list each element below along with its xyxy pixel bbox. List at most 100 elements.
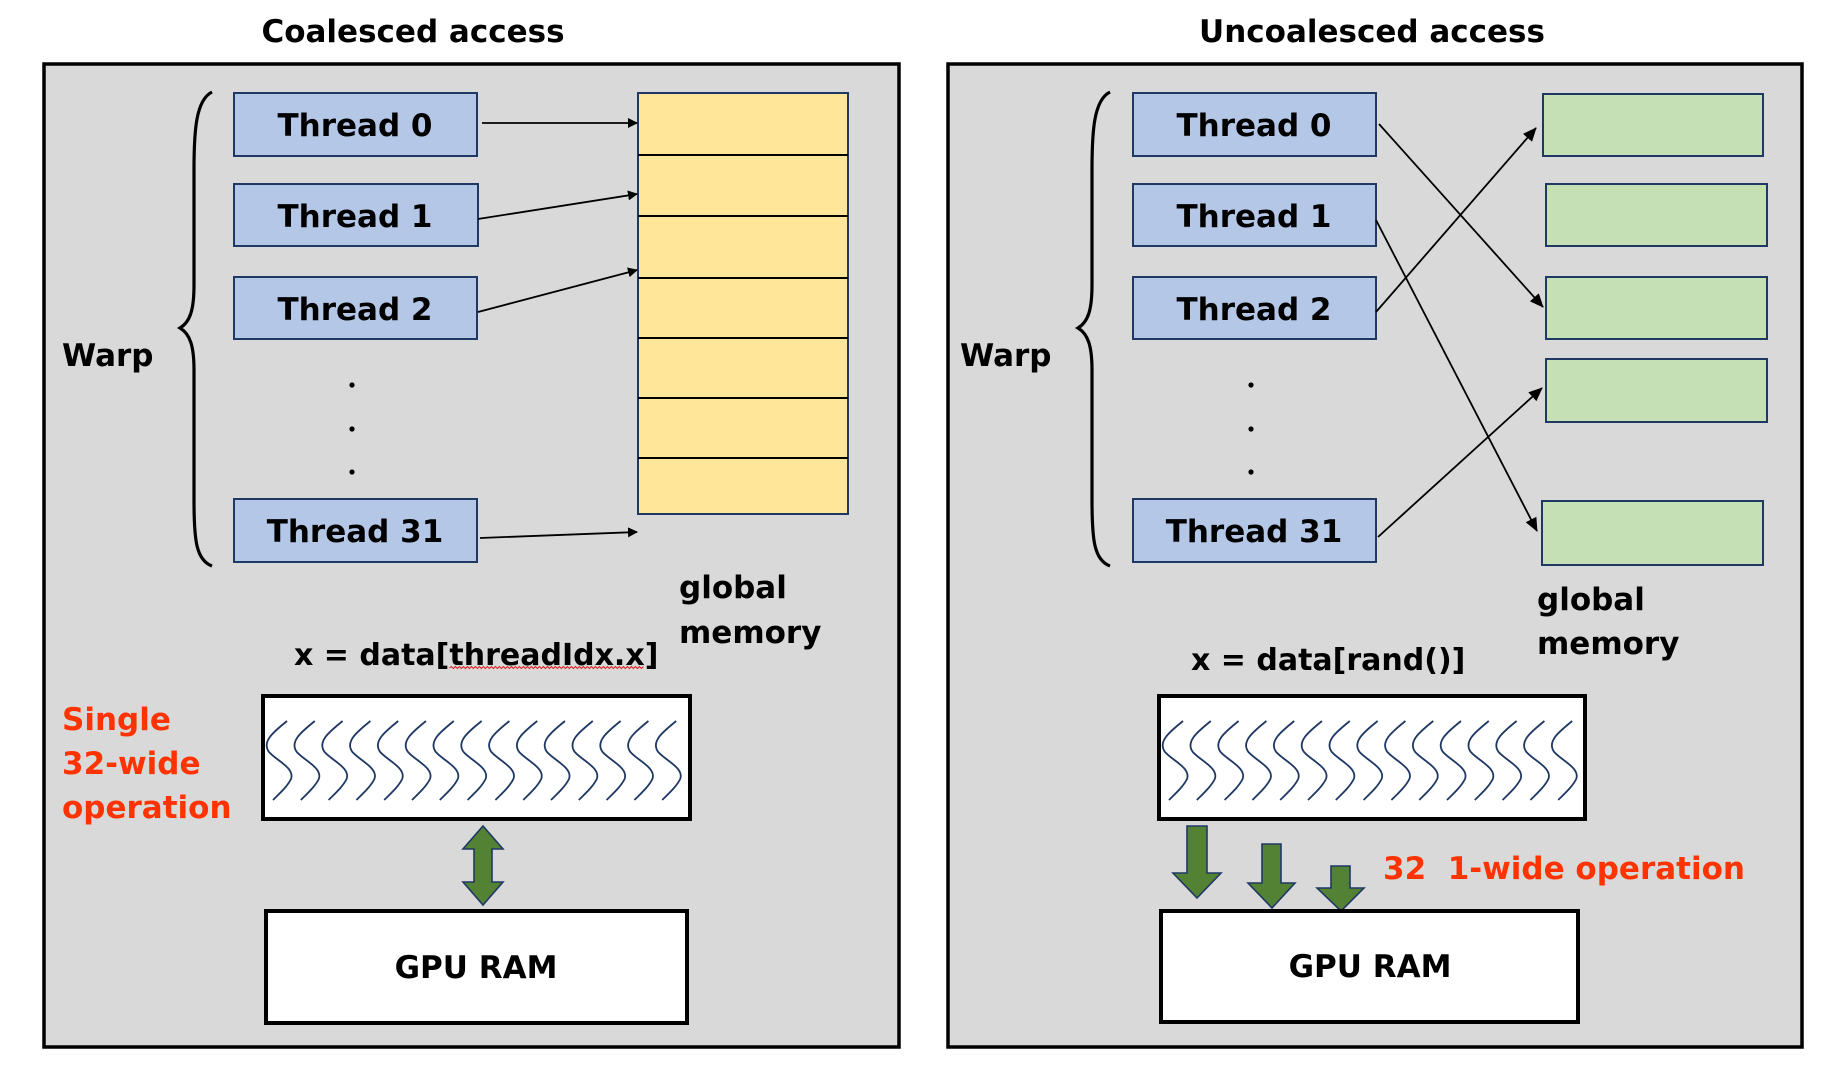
warp-thread-squiggle <box>627 720 654 801</box>
ellipsis-dot <box>1248 426 1254 432</box>
warp-thread-squiggle <box>1495 720 1523 801</box>
uncoalesced-title: Uncoalesced access <box>1199 14 1545 50</box>
coalesced-title: Coalesced access <box>261 14 564 50</box>
warp-thread-squiggle <box>1439 720 1467 801</box>
access-arrow-thread-1 <box>477 190 638 220</box>
warp-thread-squiggle <box>1356 720 1384 801</box>
global-memory-block <box>637 92 849 515</box>
thread-label: Thread 1 <box>1177 199 1332 235</box>
global-memory-label: global <box>1537 582 1645 618</box>
thread-label: Thread 2 <box>278 292 433 328</box>
ellipsis-dot <box>349 426 355 432</box>
gpu-ram-label: GPU RAM <box>1289 949 1452 985</box>
thread-box-0: Thread 0 <box>1132 92 1377 157</box>
gpu-ram-box <box>1159 909 1580 1024</box>
ellipsis-dot <box>349 382 355 388</box>
warp-thread-squiggle <box>599 720 627 801</box>
warp-thread-squiggle <box>1161 720 1189 801</box>
warp-thread-squiggle <box>293 720 321 801</box>
warp-brace-icon <box>176 90 213 568</box>
warp-thread-squiggle <box>404 720 432 801</box>
memory-cell-1 <box>1542 93 1764 157</box>
warp-thread-squiggle <box>571 720 599 801</box>
warp-thread-squiggle <box>1467 720 1495 801</box>
warp-squiggles <box>1161 720 1578 801</box>
thread-label: Thread 0 <box>278 108 433 144</box>
down-arrow-icon <box>1315 865 1366 913</box>
global-memory-label: memory <box>679 615 821 651</box>
warp-thread-squiggle <box>1328 720 1356 801</box>
warp-box <box>261 694 692 821</box>
code-expression: x = data[rand()] <box>1191 643 1465 678</box>
coalesced-panel: Coalesced access Warp Thread 0 Thread 1 … <box>42 14 901 1049</box>
warp-thread-squiggle <box>1300 720 1328 801</box>
thread-label: Thread 0 <box>1177 108 1332 144</box>
warp-thread-squiggle <box>1551 720 1578 801</box>
warp-thread-squiggle <box>460 720 488 801</box>
thread-box-2: Thread 2 <box>233 276 478 340</box>
warp-brace-icon <box>1074 90 1111 568</box>
operation-label: operation <box>62 790 232 826</box>
ellipsis-dot <box>1248 469 1254 475</box>
warp-thread-squiggle <box>349 720 376 801</box>
code-suffix: ] <box>645 638 659 673</box>
down-arrow-icon <box>1171 825 1223 900</box>
global-memory-label: global <box>679 570 787 606</box>
access-arrow-thread-1 <box>1375 219 1538 532</box>
access-arrow-thread-2 <box>477 267 638 313</box>
access-arrow-thread-31 <box>479 527 638 539</box>
global-memory-label: memory <box>1537 626 1679 662</box>
warp-label: Warp <box>62 338 154 374</box>
thread-box-31: Thread 31 <box>233 498 478 563</box>
uncoalesced-panel: Uncoalesced access Warp Thread 0 Thread … <box>946 14 1804 1049</box>
warp-box <box>1157 694 1587 821</box>
warp-thread-squiggle <box>1245 720 1272 801</box>
thread-list: Thread 0 Thread 1 Thread 2 Thread 31 <box>1132 92 1377 563</box>
thread-box-0: Thread 0 <box>233 92 478 157</box>
memory-cell-4 <box>1545 358 1768 423</box>
gpu-ram-box <box>264 909 689 1025</box>
global-memory-column <box>637 92 849 515</box>
access-arrow-thread-2 <box>1375 127 1537 313</box>
memory-cell-3 <box>1545 276 1768 340</box>
memory-cell-5 <box>1541 500 1764 566</box>
thread-list: Thread 0 Thread 1 Thread 2 Thread 31 <box>233 92 479 563</box>
spellcheck-underline <box>449 665 644 670</box>
operation-label: Single <box>62 702 171 738</box>
gpu-ram-label: GPU RAM <box>395 950 558 986</box>
thread-box-1: Thread 1 <box>233 183 479 247</box>
operation-label: 32-wide <box>62 746 201 782</box>
warp-thread-squiggle <box>655 720 682 801</box>
global-memory-cells <box>1541 93 1768 566</box>
ellipsis-dot <box>1248 382 1254 388</box>
warp-squiggles <box>265 720 682 801</box>
thread-label: Thread 31 <box>267 514 444 550</box>
access-arrow-thread-31 <box>1377 387 1543 538</box>
warp-thread-squiggle <box>377 720 404 801</box>
memory-cell-2 <box>1545 183 1768 247</box>
thread-label: Thread 2 <box>1177 292 1332 328</box>
warp-thread-squiggle <box>488 720 515 801</box>
warp-thread-squiggle <box>1189 720 1217 801</box>
warp-thread-squiggle <box>1384 720 1411 801</box>
ellipsis-dot <box>349 469 355 475</box>
thread-box-31: Thread 31 <box>1132 498 1377 563</box>
operation-label: 32 1-wide operation <box>1383 851 1745 887</box>
warp-thread-squiggle <box>432 720 460 801</box>
warp-thread-squiggle <box>543 720 571 801</box>
thread-box-2: Thread 2 <box>1132 276 1377 340</box>
thread-label: Thread 31 <box>1166 514 1343 550</box>
warp-thread-squiggle <box>1273 720 1300 801</box>
code-prefix: x = data[ <box>294 638 449 673</box>
warp-thread-squiggle <box>1412 720 1439 801</box>
warp-thread-squiggle <box>1217 720 1245 801</box>
thread-box-1: Thread 1 <box>1132 183 1377 247</box>
warp-thread-squiggle <box>1523 720 1550 801</box>
warp-label: Warp <box>960 338 1052 374</box>
warp-thread-squiggle <box>265 720 293 801</box>
warp-thread-squiggle <box>321 720 349 801</box>
down-arrow-icon <box>1246 843 1297 910</box>
thread-label: Thread 1 <box>278 199 433 235</box>
bidirectional-arrow-icon <box>461 824 505 907</box>
